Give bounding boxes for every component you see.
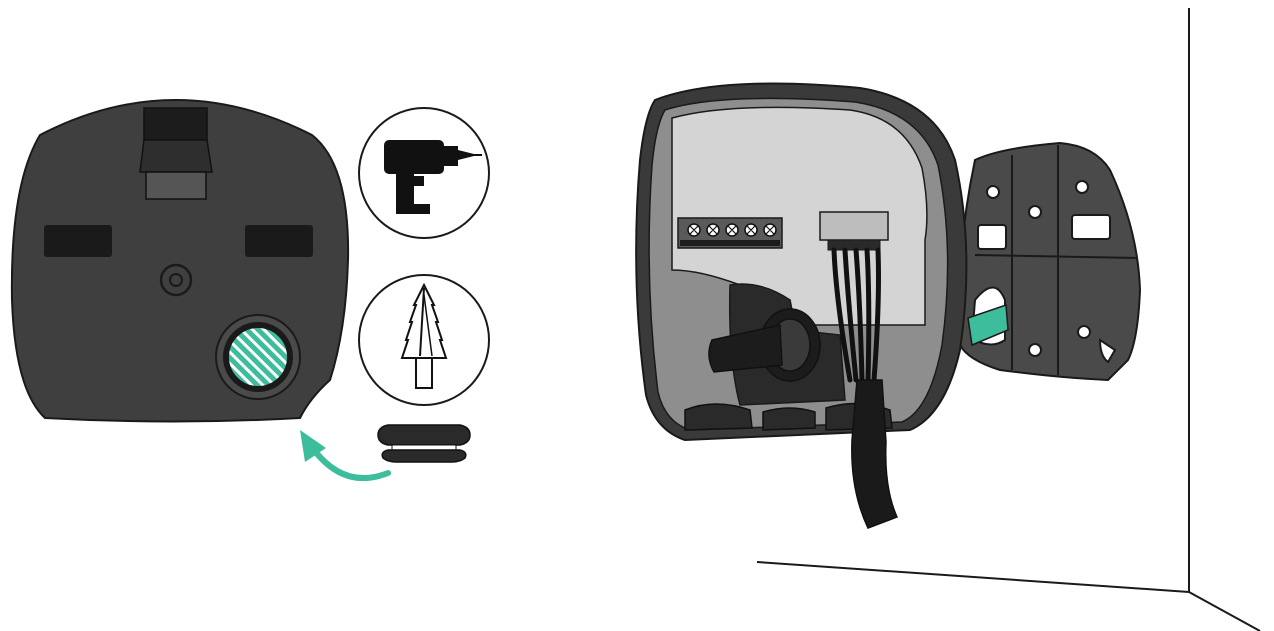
step-drill-bit-icon — [359, 275, 489, 405]
left-slot — [44, 225, 112, 257]
charger-back-view — [12, 100, 348, 422]
terminal-block-left — [678, 218, 782, 248]
right-slot — [245, 225, 313, 257]
grommet-icon — [378, 425, 470, 462]
screw-hole-icon — [161, 265, 191, 295]
insert-arrow-icon — [300, 430, 388, 478]
wall-bracket — [959, 143, 1140, 380]
drill-icon — [359, 108, 489, 238]
terminal-connector-right — [820, 212, 888, 250]
cable-entry-hole — [216, 315, 300, 399]
charger-open-view — [636, 84, 966, 528]
mounting-tab — [140, 108, 212, 199]
